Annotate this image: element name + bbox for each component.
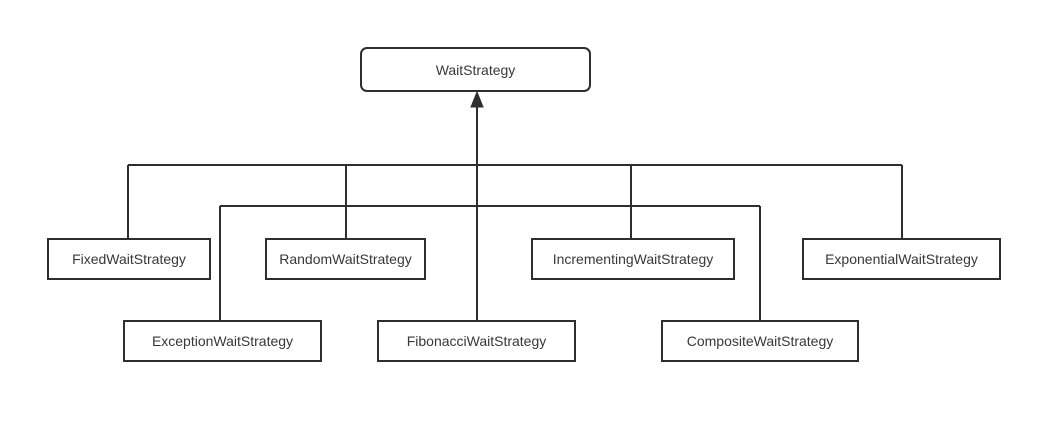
- node-waitstrategy: WaitStrategy: [360, 47, 591, 92]
- inheritance-arrowhead-icon: [470, 90, 484, 108]
- node-exponentialwaitstrategy: ExponentialWaitStrategy: [802, 238, 1001, 280]
- node-incrementingwaitstrategy: IncrementingWaitStrategy: [531, 238, 735, 280]
- node-fibonacciwaitstrategy: FibonacciWaitStrategy: [377, 320, 576, 362]
- node-randomwaitstrategy: RandomWaitStrategy: [265, 238, 426, 280]
- node-exceptionwaitstrategy: ExceptionWaitStrategy: [123, 320, 322, 362]
- node-fixedwaitstrategy: FixedWaitStrategy: [47, 238, 211, 280]
- node-compositewaitstrategy: CompositeWaitStrategy: [661, 320, 859, 362]
